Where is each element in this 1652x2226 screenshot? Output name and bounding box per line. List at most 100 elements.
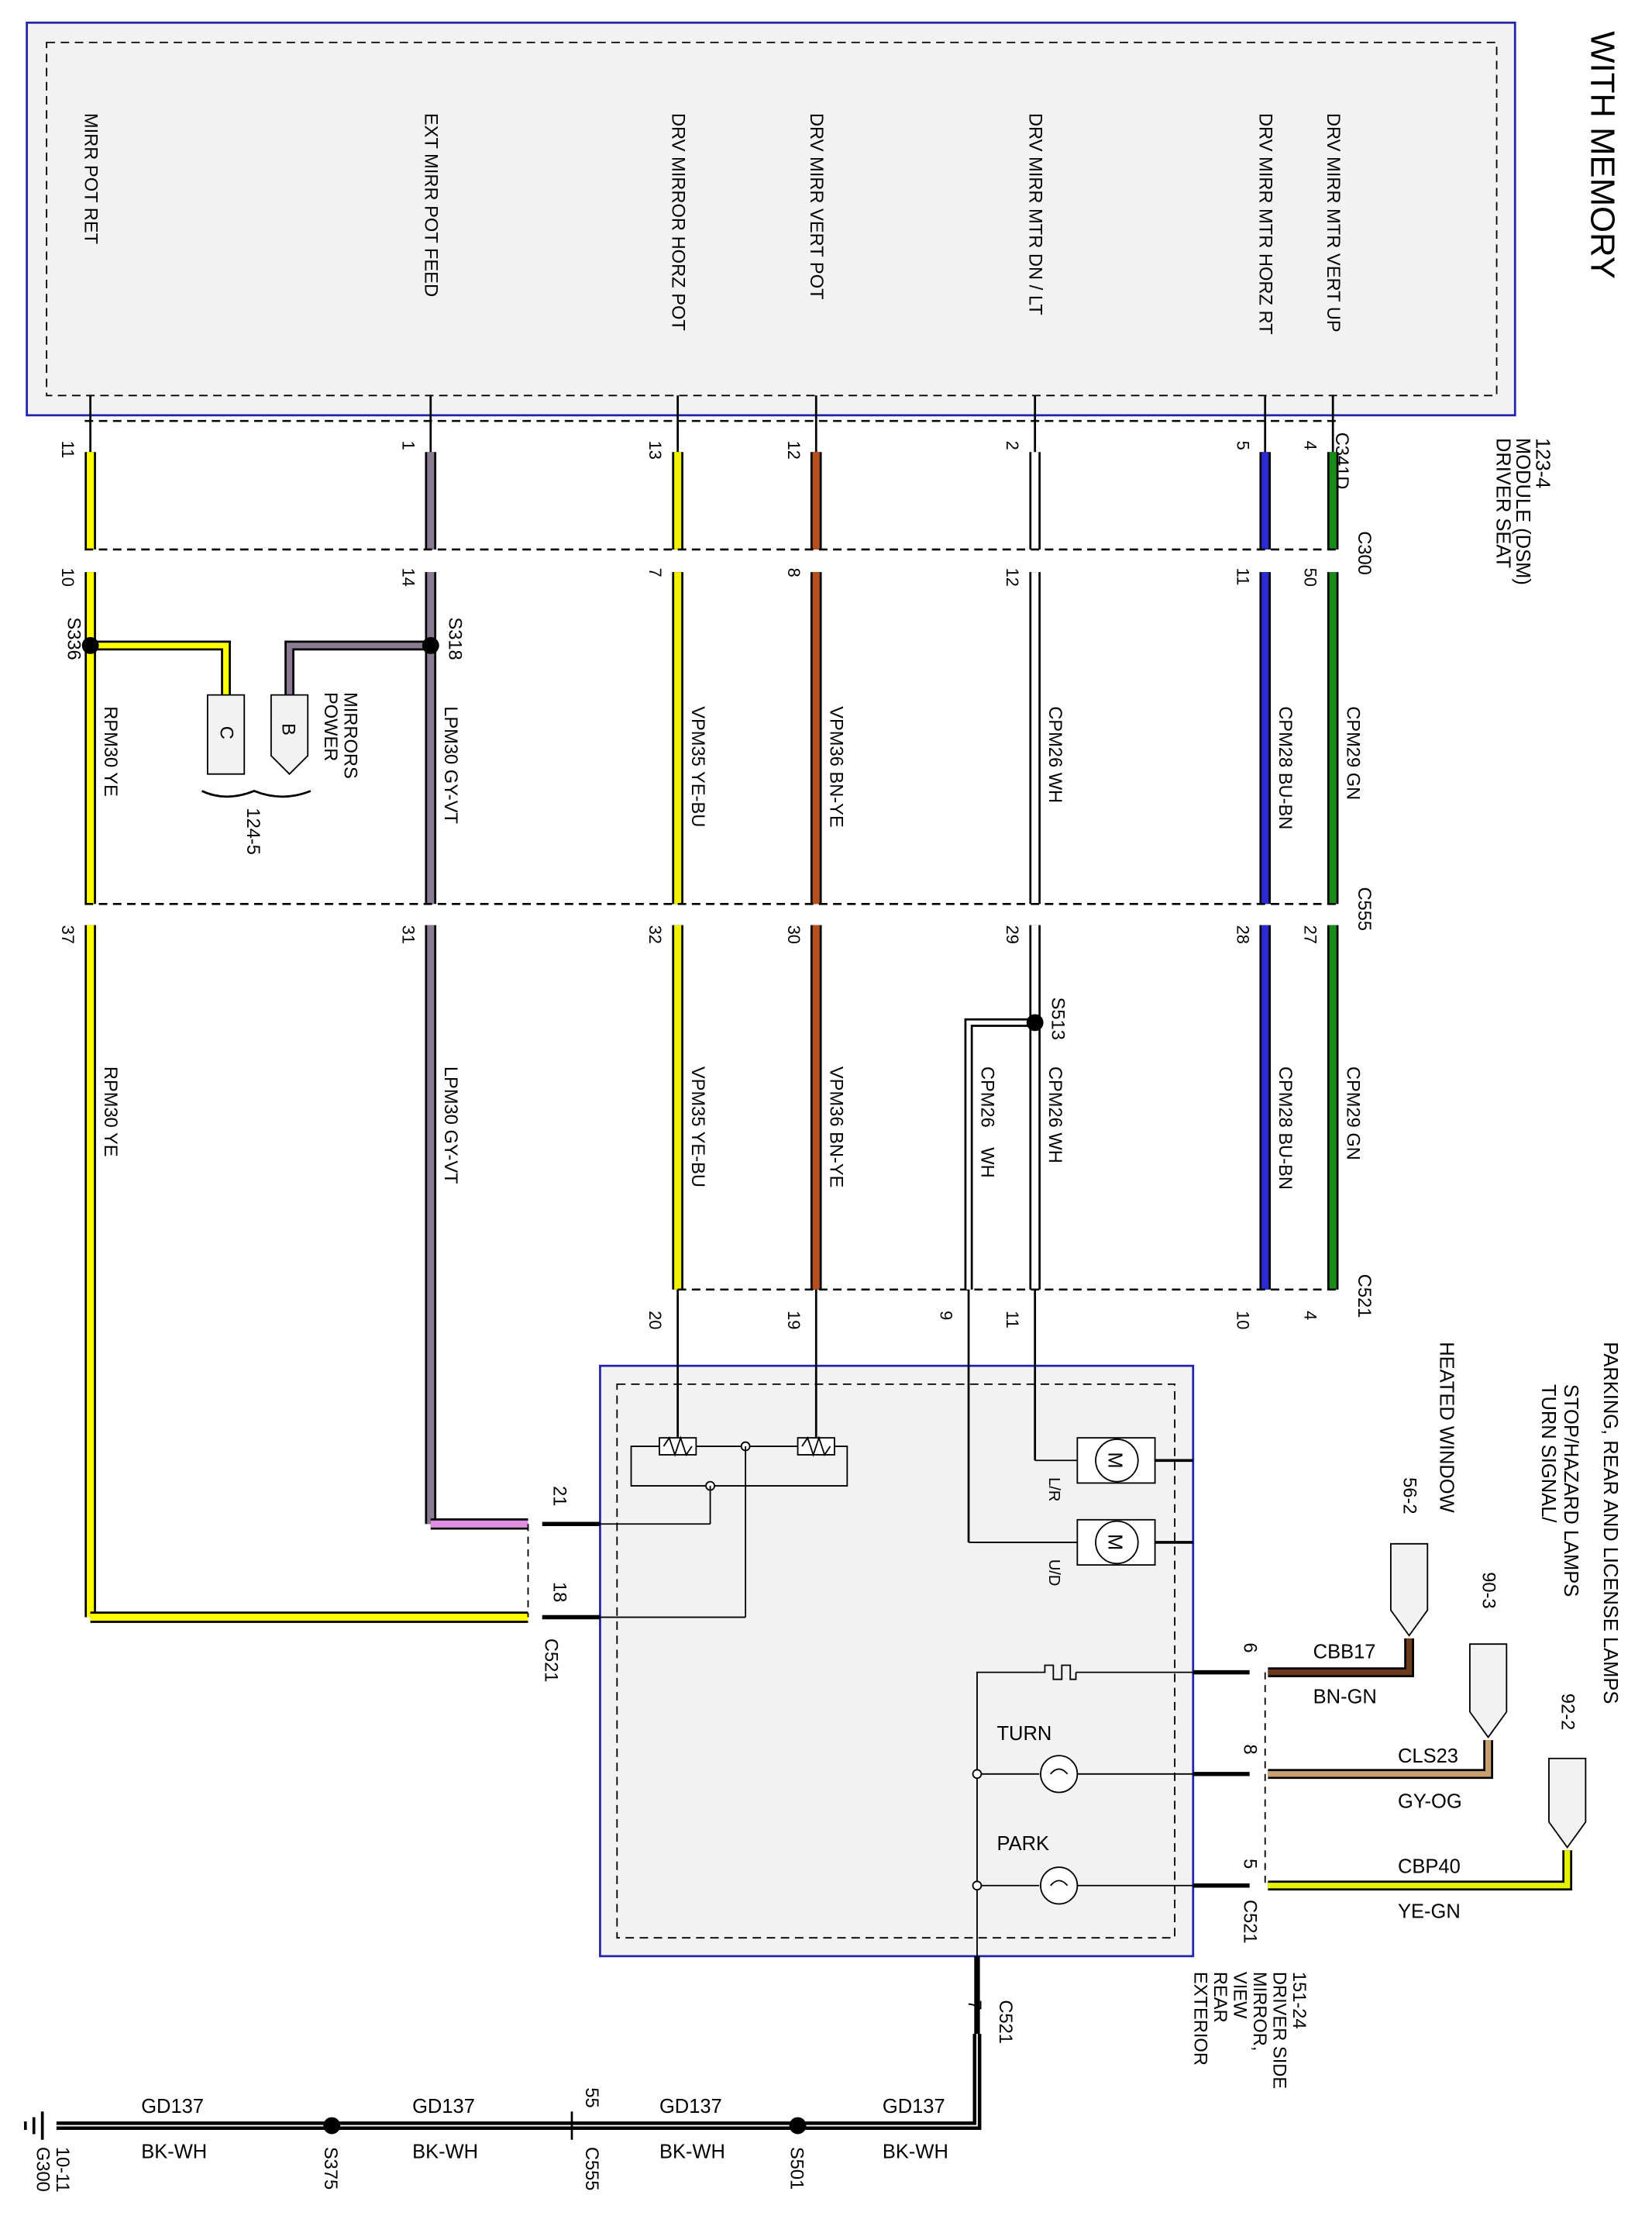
cbb17-color: BN-GN bbox=[1313, 1687, 1377, 1708]
cbp40-label: CBP40 bbox=[1398, 1856, 1461, 1877]
heated-ref: 56-2 bbox=[1399, 1477, 1419, 1514]
dsm-signal-vpm35: DRV MIRROR HORZ POT bbox=[667, 113, 687, 331]
motor-lr-icon bbox=[1095, 1439, 1139, 1483]
c521-ground-label: C521 bbox=[995, 2000, 1015, 2044]
c300-pin-cpm28: 11 bbox=[1233, 568, 1252, 586]
motor-ud-label: U/D bbox=[1045, 1559, 1062, 1587]
gd137-color-2: BK-WH bbox=[659, 2141, 725, 2162]
dsm-signal-cpm28: DRV MIRR MTR HORZ RT bbox=[1254, 113, 1275, 335]
cbp40-color: YE-GN bbox=[1398, 1901, 1461, 1923]
heater-element-icon bbox=[1039, 1664, 1077, 1680]
dsm-name: DRIVER SEAT MODULE (DSM) 123-4 bbox=[1492, 438, 1554, 591]
dsm-pin-cpm28: 5 bbox=[1233, 441, 1252, 450]
park-title: PARKING, REAR AND LICENSE LAMPS bbox=[1599, 1342, 1621, 1704]
wire-label-lower-vpm36: VPM36 BN-YE bbox=[825, 1066, 845, 1188]
dsm-pin-lpm30: 1 bbox=[398, 441, 418, 450]
wire-label-lower-cpm29: CPM29 GN bbox=[1342, 1066, 1362, 1160]
turn-ref: 90-3 bbox=[1478, 1572, 1498, 1608]
splice-s336 bbox=[81, 636, 99, 654]
power-mirrors-pin-c: C bbox=[215, 726, 236, 739]
c300-pin-cpm26: 12 bbox=[1003, 568, 1022, 587]
c555-pin-cpm26: 29 bbox=[1003, 925, 1022, 944]
c521-pin-vpm35: 20 bbox=[645, 1311, 665, 1329]
splice-s318-label: S318 bbox=[444, 617, 464, 660]
dsm-signal-lpm30: EXT MIRR POT FEED bbox=[420, 113, 440, 297]
pin-21: 21 bbox=[549, 1486, 569, 1506]
wire-label-vpm35: VPM35 YE-BU bbox=[687, 706, 707, 827]
wire-label-vpm36: VPM36 BN-YE bbox=[825, 706, 845, 828]
pin-7: 7 bbox=[964, 2000, 984, 2010]
splice-s336-label: S336 bbox=[63, 617, 83, 660]
c555-pin-55: 55 bbox=[581, 2087, 601, 2107]
connector-lines bbox=[84, 419, 1339, 1291]
cls23-color: GY-OG bbox=[1398, 1791, 1462, 1813]
splice-s501 bbox=[789, 2117, 807, 2135]
wire-label-lower-lpm30: LPM30 GY-VT bbox=[440, 1066, 460, 1184]
dsm-pin-vpm36: 12 bbox=[784, 441, 804, 460]
wire-label-rpm30: RPM30 YE bbox=[100, 706, 120, 797]
power-mirrors-title: POWER MIRRORS bbox=[320, 692, 360, 779]
exterior-mirror: M M L/R U/D TURN PARK EXTERIOR REAR VIEW… bbox=[599, 1289, 1310, 2094]
c555-pin-lpm30: 31 bbox=[398, 925, 418, 944]
gd137-color-1: BK-WH bbox=[883, 2141, 948, 2162]
dsm-pin-rpm30: 11 bbox=[58, 441, 77, 459]
ground-point-label: G300 10-11 bbox=[32, 2147, 72, 2197]
wire-label-lower-cpm26: CPM26 WH bbox=[1045, 1066, 1065, 1163]
pin-18: 18 bbox=[549, 1582, 569, 1602]
c521-pin-cpm26-branch: 9 bbox=[937, 1311, 956, 1320]
dsm-pin-cpm29: 4 bbox=[1301, 441, 1320, 450]
ground-circuit: 7 C521 GD137 BK-WH GD137 BK-WH GD137 BK-… bbox=[23, 1956, 1015, 2197]
c521-right-label: C521 bbox=[1239, 1900, 1259, 1944]
pin-6: 6 bbox=[1239, 1642, 1259, 1652]
dsm-signal-rpm30: MIRR POT RET bbox=[80, 113, 100, 244]
park-ref: 92-2 bbox=[1557, 1694, 1577, 1730]
splice-s513 bbox=[1026, 1014, 1044, 1032]
s375-label: S375 bbox=[320, 2147, 340, 2190]
c521-label: C521 bbox=[1354, 1274, 1374, 1318]
lamp-feeds: 6 8 5 C521 CBB17 BN-GN 56-2 HEATED WINDO… bbox=[1193, 1342, 1621, 1944]
c300-label: C300 bbox=[1354, 531, 1374, 575]
motor-ud-symbol: M bbox=[1103, 1534, 1125, 1550]
splice-s318 bbox=[422, 636, 439, 654]
dsm-signal-cpm29: DRV MIRR MTR VERT UP bbox=[1323, 113, 1343, 333]
wire-label-lower-cpm28: CPM28 BU-BN bbox=[1275, 1066, 1295, 1190]
gd137-label-3: GD137 bbox=[412, 2096, 475, 2117]
cls23-label: CLS23 bbox=[1398, 1745, 1458, 1767]
turn-title: TURN SIGNAL/ STOP/HAZARD LAMPS bbox=[1537, 1384, 1581, 1597]
gd137-label-1: GD137 bbox=[883, 2096, 945, 2117]
wire-label-cpm28: CPM28 BU-BN bbox=[1275, 706, 1295, 829]
dsm-pin-vpm35: 13 bbox=[645, 441, 665, 460]
c555-pin-cpm28: 28 bbox=[1233, 925, 1252, 944]
c555-ground-label: C555 bbox=[581, 2147, 601, 2191]
mirror-pot-connector: 21 18 C521 bbox=[527, 1486, 601, 1683]
mirror-name: EXTERIOR REAR VIEW MIRROR, DRIVER SIDE 1… bbox=[1190, 1972, 1310, 2094]
c555-label: C555 bbox=[1354, 887, 1374, 931]
power-mirrors-pin-b: B bbox=[277, 723, 298, 736]
gd137-label-4: GD137 bbox=[141, 2096, 204, 2117]
turn-lamp-icon bbox=[1040, 1755, 1079, 1794]
motor-lr-symbol: M bbox=[1103, 1452, 1125, 1468]
dsm-signal-vpm36: DRV MIRR VERT POT bbox=[806, 113, 826, 300]
wire-label-lower-vpm35: VPM35 YE-BU bbox=[687, 1066, 707, 1187]
c521-left-label: C521 bbox=[540, 1638, 560, 1683]
c555-pin-vpm36: 30 bbox=[784, 925, 804, 944]
turn-label: TURN bbox=[996, 1723, 1051, 1745]
s501-label: S501 bbox=[786, 2147, 806, 2190]
motor-lr-label: L/R bbox=[1045, 1477, 1062, 1501]
c555-pin-rpm30: 37 bbox=[58, 925, 77, 944]
motor-ud-icon bbox=[1095, 1520, 1139, 1565]
c300-pin-rpm30: 10 bbox=[58, 568, 77, 587]
c521-pin-cpm28: 10 bbox=[1233, 1311, 1252, 1329]
c555-pin-cpm29: 27 bbox=[1301, 925, 1320, 944]
dsm-pin-cpm26: 2 bbox=[1003, 441, 1022, 450]
pin-8: 8 bbox=[1239, 1745, 1259, 1755]
park-lamp-icon bbox=[1040, 1866, 1079, 1905]
wire-label-cpm29: CPM29 GN bbox=[1342, 706, 1362, 800]
wire-label-cpm26: CPM26 WH bbox=[1045, 706, 1065, 803]
cbb17-label: CBB17 bbox=[1313, 1641, 1376, 1663]
c300-pin-vpm35: 7 bbox=[645, 568, 665, 577]
dsm-signal-cpm26: DRV MIRR MTR DN / LT bbox=[1024, 113, 1045, 315]
wire-label-lpm30: LPM30 GY-VT bbox=[440, 706, 460, 824]
pin-5: 5 bbox=[1239, 1859, 1259, 1869]
